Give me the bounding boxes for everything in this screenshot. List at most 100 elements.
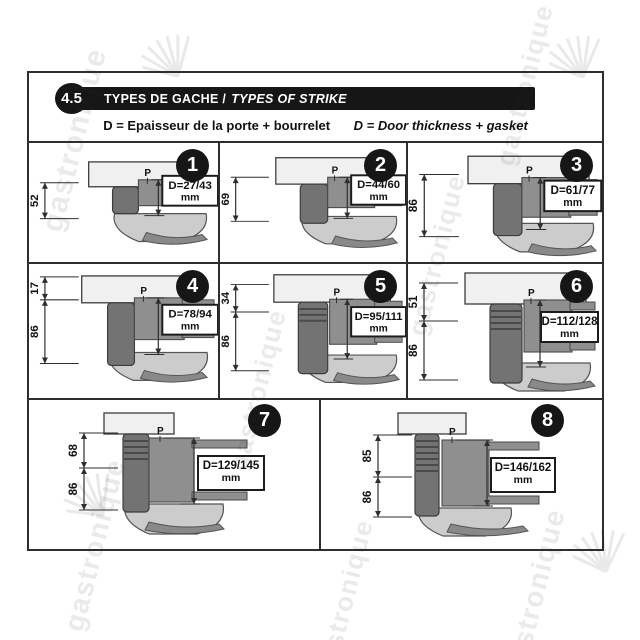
cell-number-badge: 6 [560, 270, 593, 303]
d-value: D=129/145 [203, 460, 260, 472]
strike-tongue [446, 523, 529, 537]
d-value: D=146/162 [495, 462, 552, 474]
p-label: P [144, 168, 151, 179]
strike-tongue [139, 369, 209, 383]
d-value-box [350, 306, 406, 338]
d-unit: mm [181, 322, 200, 333]
d-value-box [540, 311, 599, 343]
d-value-box [543, 179, 602, 213]
strike-tongue [144, 521, 225, 535]
p-label: P [526, 166, 533, 177]
strike-tongue [527, 378, 596, 392]
d-unit: mm [222, 472, 241, 484]
document-frame: 4.5 TYPES DE GACHE / TYPES OF STRIKE D =… [27, 71, 604, 551]
title-english: TYPES OF STRIKE [231, 91, 347, 106]
strike-post [111, 186, 140, 215]
dimension-label: 17 [29, 282, 41, 295]
keeper-rail-top [191, 439, 248, 449]
legend-french: D = Epaisseur de la porte + bourrelet [103, 118, 331, 133]
strike-tongue [141, 231, 209, 245]
cell-number-badge: 8 [531, 404, 564, 437]
door-block [397, 412, 467, 435]
dimension-label: 86 [68, 483, 80, 496]
p-label: P [334, 287, 341, 298]
dimension-label: 51 [408, 295, 420, 308]
strike-post [489, 303, 523, 384]
p-label: P [157, 426, 164, 437]
page-header: 4.5 TYPES DE GACHE / TYPES OF STRIKE D =… [29, 73, 602, 143]
keeper-rail-bottom [191, 491, 248, 501]
d-value: D=44/60 [357, 179, 400, 191]
dimension-label: 52 [29, 194, 41, 207]
keeper-rail-bottom [486, 495, 540, 505]
d-value: D=78/94 [168, 309, 212, 321]
dimension-label: 86 [29, 325, 41, 338]
d-value: D=95/111 [355, 311, 403, 323]
p-label: P [449, 427, 456, 438]
d-value: D=112/128 [542, 316, 599, 328]
keeper-rail-top [569, 301, 596, 311]
p-label: P [140, 286, 147, 297]
strike-post [299, 183, 329, 224]
d-unit: mm [369, 324, 387, 335]
d-unit: mm [560, 328, 579, 340]
strike-tongue [527, 243, 598, 257]
cell-number-badge: 3 [560, 149, 593, 182]
cell-number-badge: 1 [176, 149, 209, 182]
d-value-box [161, 303, 218, 336]
cell-number-badge: 2 [364, 149, 397, 182]
cell-number-badge: 7 [248, 404, 281, 437]
cell-number-badge: 4 [176, 270, 209, 303]
strike-tongue [330, 235, 399, 248]
dimension-label: 86 [408, 199, 420, 213]
dimension-label: 34 [220, 291, 232, 304]
strike-post [414, 433, 440, 517]
keeper-block [148, 437, 195, 503]
d-unit: mm [181, 193, 200, 204]
strike-tongue [332, 372, 401, 385]
section-number-badge: 4.5 [55, 83, 88, 114]
dimension-label: 86 [362, 491, 374, 504]
d-value: D=61/77 [551, 184, 596, 197]
d-unit: mm [514, 474, 533, 486]
d-unit: mm [563, 197, 582, 209]
strike-post [297, 301, 329, 375]
title-bar: TYPES DE GACHE / TYPES OF STRIKE [71, 87, 535, 110]
keeper-block [441, 439, 490, 507]
d-unit: mm [369, 192, 387, 203]
strike-post [492, 183, 523, 237]
d-value-box [197, 455, 265, 491]
dimension-label: 68 [68, 444, 80, 457]
p-label: P [332, 165, 339, 176]
cell-number-badge: 5 [364, 270, 397, 303]
title-french: TYPES DE GACHE / [104, 91, 227, 106]
dimension-label: 86 [220, 335, 232, 348]
p-label: P [528, 288, 535, 299]
d-value-box [490, 457, 556, 493]
strike-post [122, 433, 150, 513]
legend-english: D = Door thickness + gasket [353, 118, 528, 133]
section-number: 4.5 [61, 90, 82, 107]
strike-post [106, 302, 136, 367]
keeper-rail-bottom [569, 341, 596, 351]
d-value: D=27/43 [168, 180, 212, 192]
dimension-label: 86 [408, 344, 420, 357]
keeper-rail-top [486, 441, 540, 451]
